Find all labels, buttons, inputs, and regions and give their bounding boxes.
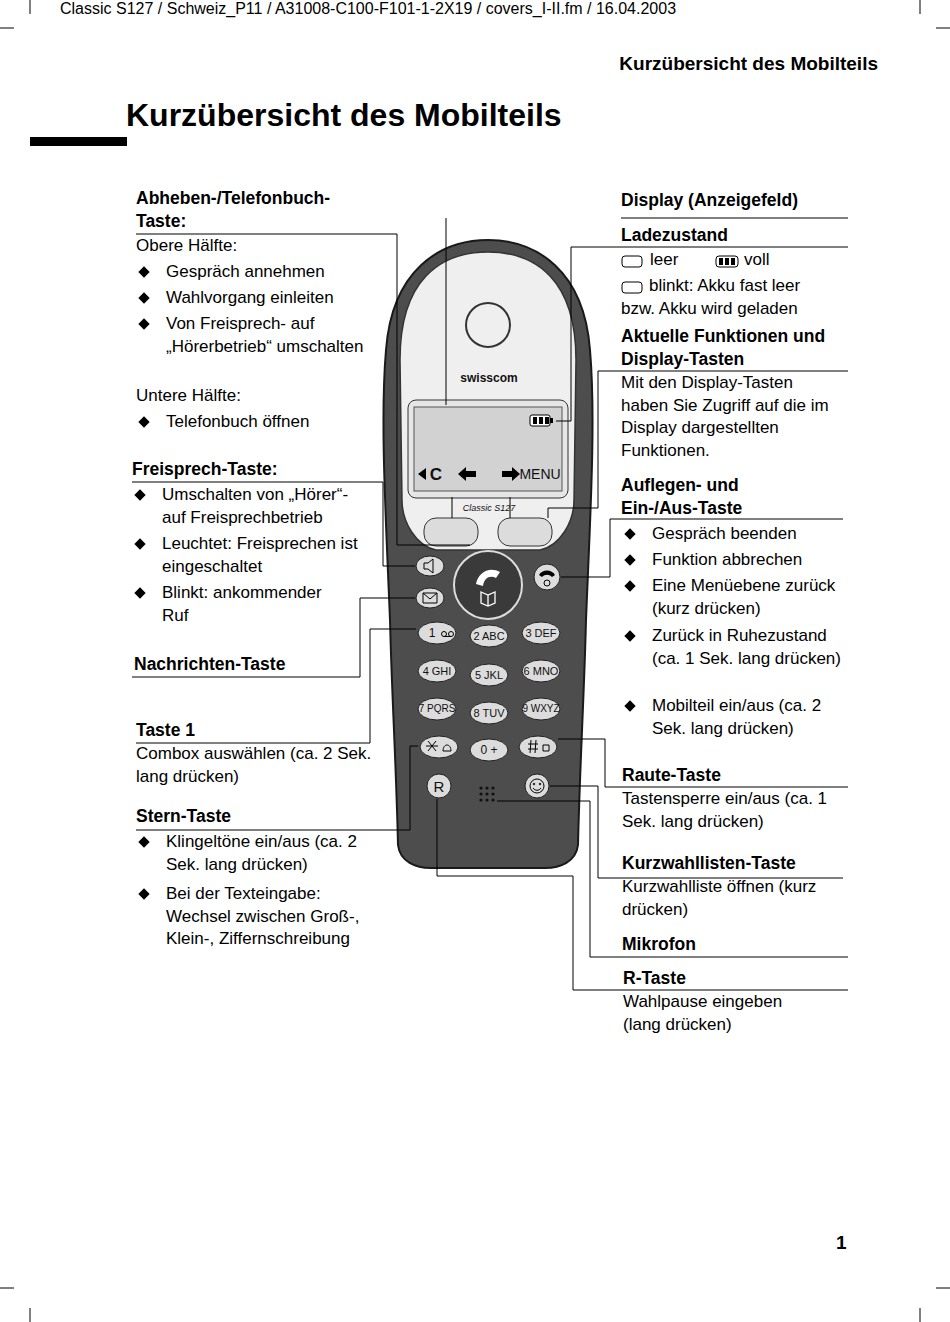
bullet-item: Zurück in Ruhezustand (ca. 1 Sek. lang d… bbox=[652, 625, 847, 670]
bullet-item: Leuchtet: Freisprechen ist eingeschaltet bbox=[162, 533, 362, 578]
running-head: Kurzübersicht des Mobilteils bbox=[619, 53, 878, 76]
right-arrow bbox=[502, 467, 520, 481]
speaker-key bbox=[416, 556, 444, 576]
key-label: C bbox=[430, 466, 442, 483]
callout-heading: Kurzwahllisten-Taste bbox=[622, 852, 842, 875]
callout-text: blinkt: Akku fast leer bzw. Akku wird ge… bbox=[621, 275, 836, 320]
book-symbol bbox=[481, 592, 495, 606]
message-key bbox=[416, 588, 444, 608]
page-number: 1 bbox=[836, 1232, 847, 1255]
callout-heading: Stern-Taste bbox=[136, 805, 356, 828]
bullet-item: Telefonbuch öffnen bbox=[166, 411, 366, 434]
leader-lines bbox=[132, 218, 848, 990]
bullet-item: Von Freisprech- auf „Hörerbetrieb“ umsch… bbox=[166, 313, 366, 358]
soft-key bbox=[424, 518, 478, 546]
keypad bbox=[418, 622, 560, 798]
key-label: 6 MNO bbox=[524, 666, 559, 677]
key-label: 1 bbox=[429, 627, 436, 639]
hangup-symbol bbox=[539, 571, 555, 578]
bullet-item: Bei der Texteingabe: Wechsel zwischen Gr… bbox=[166, 883, 381, 951]
bullet-item: Umschalten von „Hörer“- auf Freisprechbe… bbox=[162, 484, 362, 529]
callout-text: Combox auswählen (ca. 2 Sek. lang drücke… bbox=[136, 743, 376, 788]
key-label: 0 + bbox=[480, 744, 497, 756]
bullet-item: Gespräch annehmen bbox=[166, 261, 366, 284]
key-label: 5 JKL bbox=[475, 670, 503, 681]
key-label: R bbox=[434, 779, 445, 794]
callout-heading: Aktuelle Funktionen und Display-Tasten bbox=[621, 325, 846, 370]
callout-text: Kurzwahlliste öffnen (kurz drücken) bbox=[622, 876, 822, 921]
key-label: 2 ABC bbox=[473, 631, 504, 642]
envelope-symbol bbox=[423, 593, 437, 603]
bullet-item: Mobilteil ein/aus (ca. 2 Sek. lang drück… bbox=[652, 695, 847, 740]
callout-heading: Taste 1 bbox=[136, 719, 356, 742]
key-label: MENU bbox=[519, 467, 560, 481]
callout-heading: Mikrofon bbox=[622, 933, 842, 956]
file-header: Classic S127 / Schweiz_P11 / A31008-C100… bbox=[60, 0, 676, 18]
callout-heading: Ladezustand bbox=[621, 224, 848, 247]
key-label: 9 WXYZ bbox=[522, 704, 559, 714]
soft-key bbox=[498, 518, 552, 546]
callout-text: Mit den Display-Tasten haben Sie Zugriff… bbox=[621, 372, 836, 462]
microphone bbox=[479, 786, 494, 801]
earpiece bbox=[466, 303, 510, 347]
bullet-item: Eine Menüebene zurück (kurz drücken) bbox=[652, 575, 847, 620]
key-label: 8 TUV bbox=[474, 708, 505, 719]
callout-text: leer bbox=[650, 249, 678, 272]
faceplate bbox=[400, 252, 576, 550]
callout-text: Tastensperre ein/aus (ca. 1 Sek. lang dr… bbox=[622, 788, 842, 833]
callout-heading: Nachrichten-Taste bbox=[134, 653, 354, 676]
bullet-item: Funktion abbrechen bbox=[652, 549, 847, 572]
callout-text: Wahlpause eingeben (lang drücken) bbox=[623, 991, 823, 1036]
callout-heading: Auflegen- und Ein-/Aus-Taste bbox=[621, 474, 791, 519]
callout-heading: Raute-Taste bbox=[622, 764, 842, 787]
speaker-symbol bbox=[424, 559, 433, 573]
callout-heading: R-Taste bbox=[623, 967, 843, 990]
phone-body bbox=[383, 240, 592, 868]
key-label: 7 PQRS bbox=[419, 704, 456, 714]
title-bar bbox=[30, 137, 127, 146]
callout-heading: Display (Anzeigefeld) bbox=[621, 189, 848, 212]
battery-empty-icon bbox=[622, 256, 642, 293]
battery-full-icon bbox=[716, 256, 738, 267]
back-triangle bbox=[418, 468, 426, 480]
key-label: 3 DEF bbox=[525, 628, 556, 639]
bullet-item: Klingeltöne ein/aus (ca. 2 Sek. lang drü… bbox=[166, 831, 381, 876]
talk-key bbox=[454, 551, 522, 619]
callout-text: Untere Hälfte: bbox=[136, 385, 241, 408]
page-title: Kurzübersicht des Mobilteils bbox=[126, 96, 562, 134]
bullet-item: Gespräch beenden bbox=[652, 523, 847, 546]
callout-heading: Abheben-/Telefonbuch-Taste: bbox=[136, 187, 361, 232]
display-bezel bbox=[408, 400, 568, 498]
display-screen bbox=[414, 407, 562, 491]
handset-symbol bbox=[476, 570, 500, 586]
callout-text: voll bbox=[744, 249, 770, 272]
bullet-item: Blinkt: ankommender Ruf bbox=[162, 582, 347, 627]
bullet-item: Wahlvorgang einleiten bbox=[166, 287, 366, 310]
callout-heading: Freisprech-Taste: bbox=[132, 458, 372, 481]
power-symbol bbox=[544, 580, 550, 586]
battery-icon bbox=[530, 415, 553, 426]
key-label: 4 GHI bbox=[423, 666, 452, 677]
key-label: Classic S127 bbox=[463, 504, 516, 513]
callout-text: Obere Hälfte: bbox=[136, 235, 237, 258]
key-label: swisscom bbox=[460, 372, 517, 384]
left-arrow bbox=[458, 467, 476, 481]
end-key bbox=[534, 564, 560, 590]
